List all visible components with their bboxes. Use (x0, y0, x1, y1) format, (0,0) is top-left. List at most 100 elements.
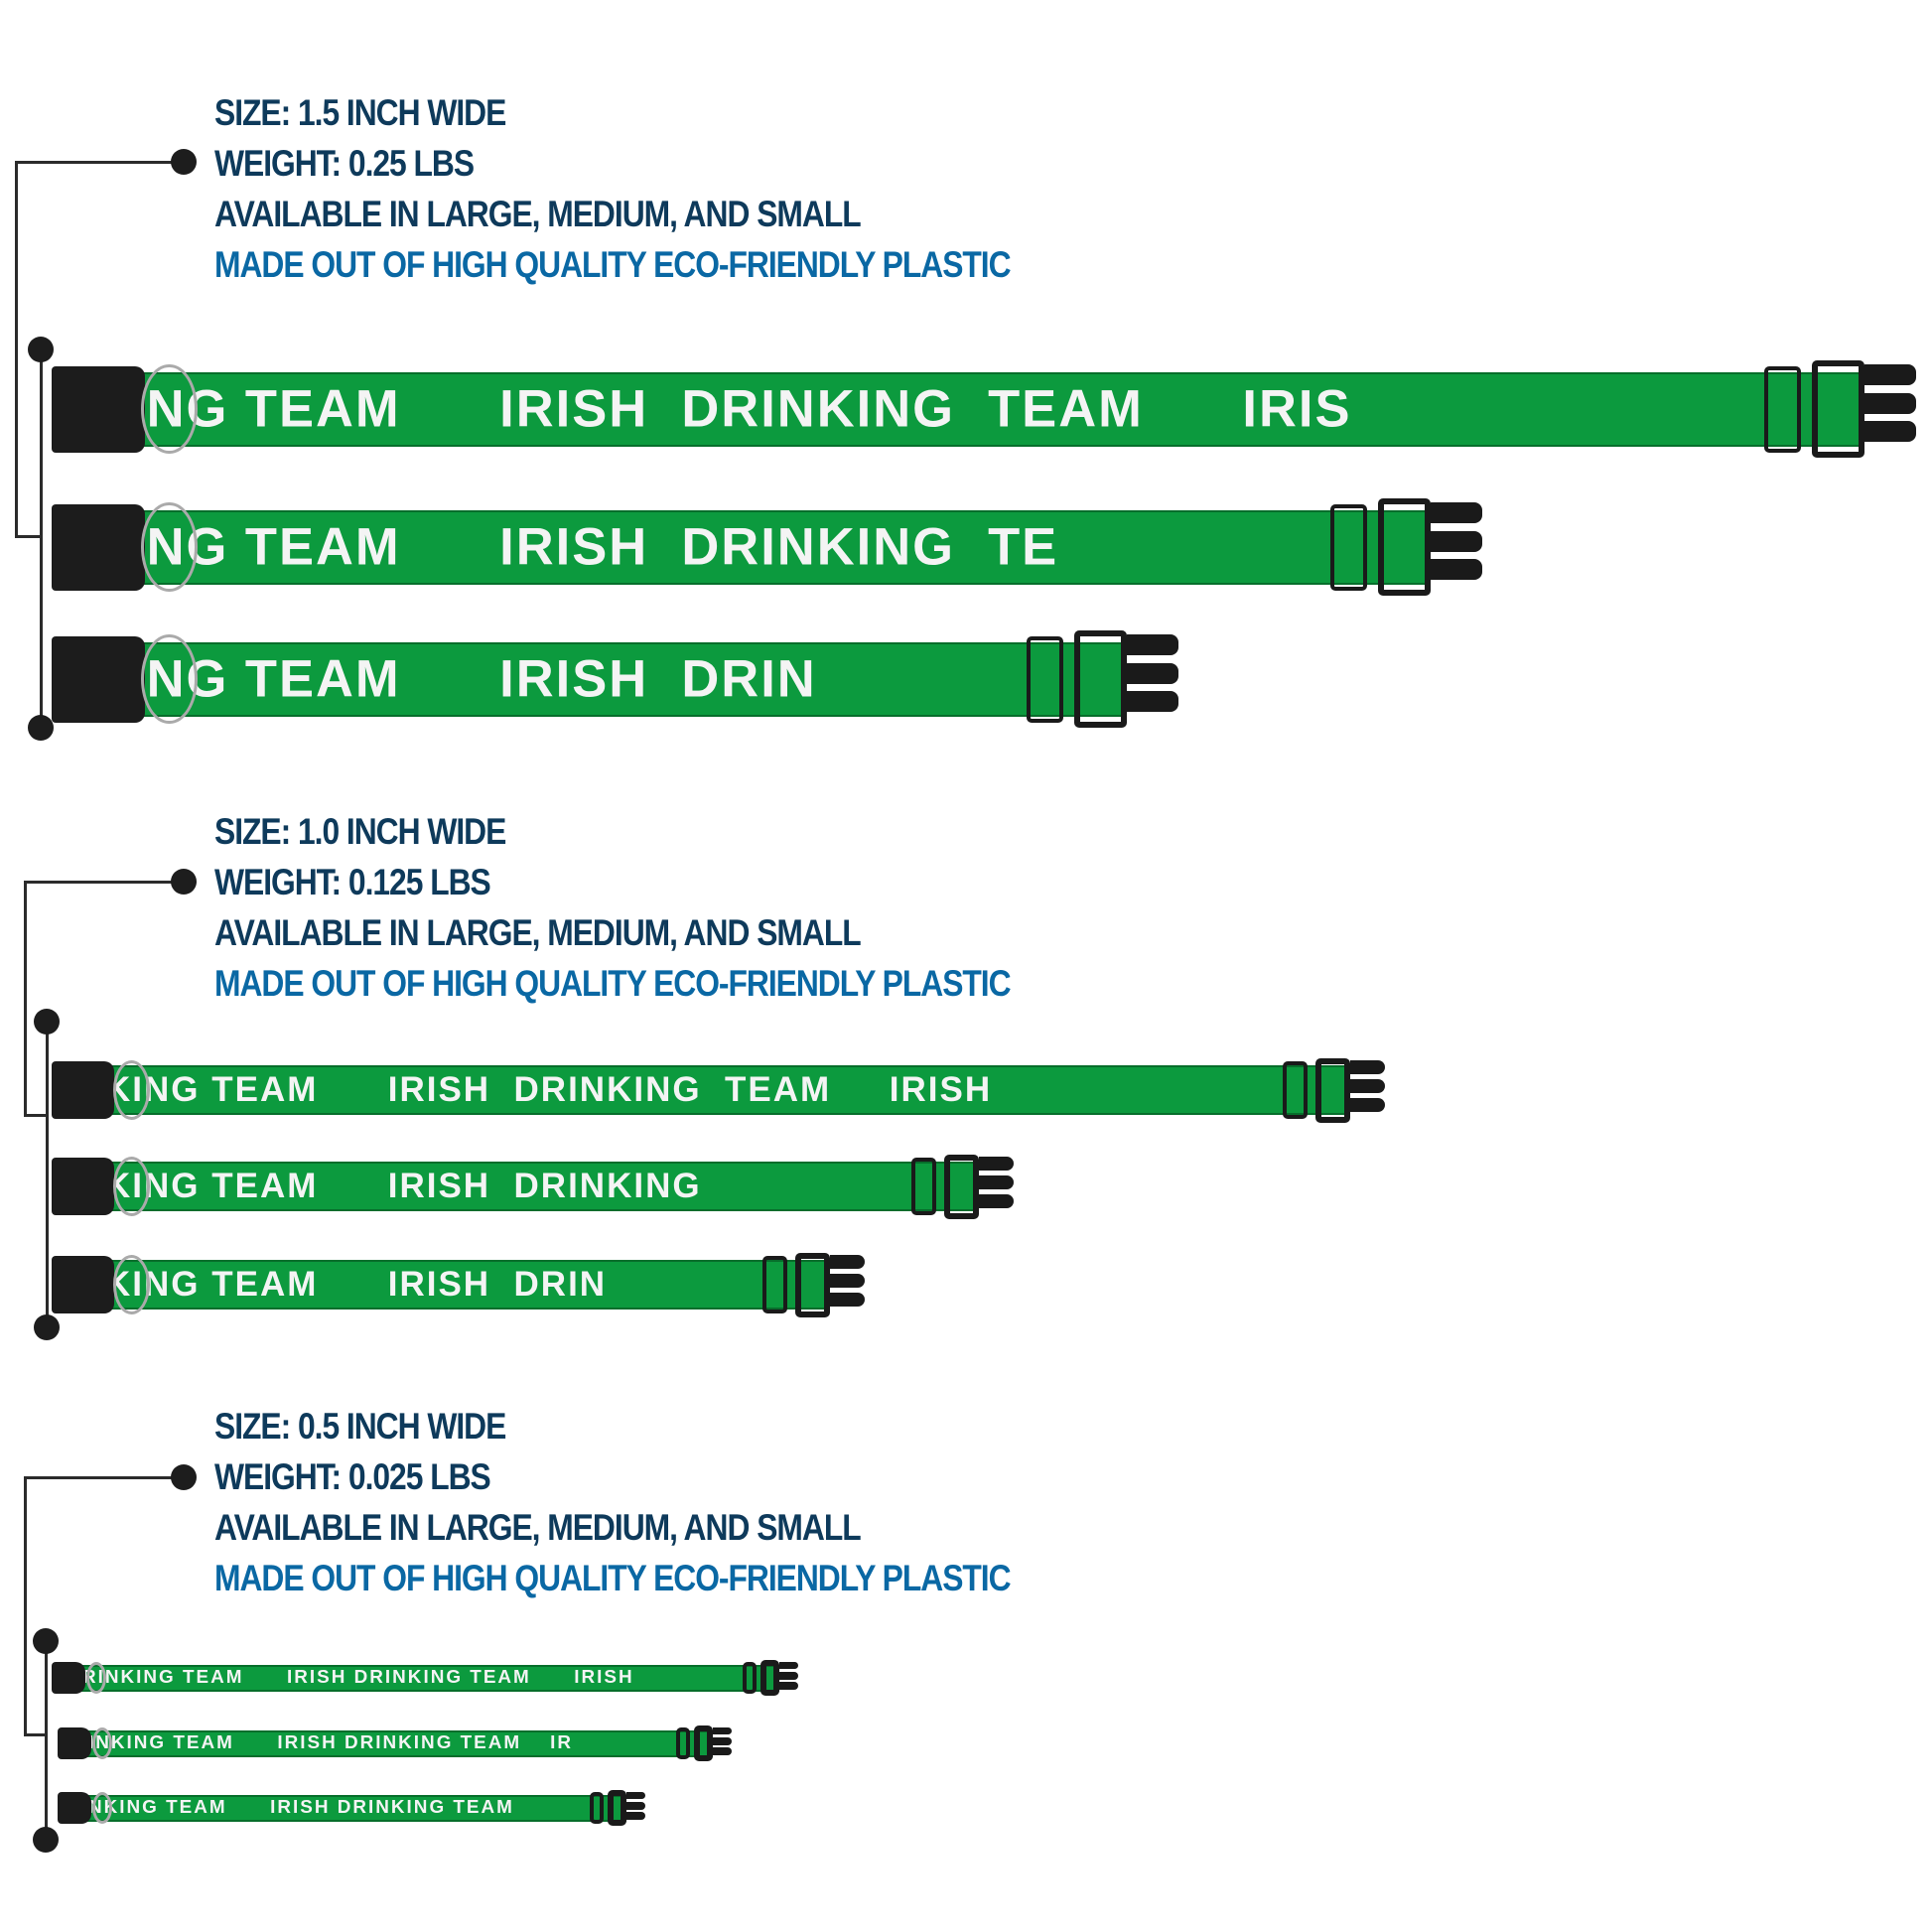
bracket-line (46, 1022, 49, 1327)
spec-text: SIZE: 1.0 INCH WIDE WEIGHT: 0.125 LBS AVAI… (214, 806, 1012, 1009)
slide-loop (1329, 503, 1367, 591)
collar-small: NKING TEAM IRISH DRINKING TEAM (58, 1790, 646, 1826)
collar-print-text: KING TEAM IRISH DRINKING TEAM IRISH (105, 1070, 993, 1109)
d-ring (141, 364, 198, 454)
bracket-dot (34, 1009, 60, 1035)
buckle-prong (712, 1726, 732, 1735)
d-ring (112, 1060, 150, 1120)
buckle-female (52, 365, 145, 453)
collar-large: RINKING TEAM IRISH DRINKING TEAM IRISH (52, 1660, 799, 1696)
d-ring (112, 1157, 150, 1216)
bracket-line (15, 162, 18, 536)
buckle-prong (1863, 364, 1917, 385)
availability-label: AVAILABLE IN LARGE, MEDIUM, AND SMALL (214, 912, 862, 953)
bracket-line (15, 161, 184, 164)
collar-band: KING TEAM IRISH DRINKING (97, 1162, 979, 1211)
buckle-prong (625, 1802, 645, 1810)
collar-band: ING TEAM IRISH DRINKING TE (118, 509, 1431, 585)
bracket-dot (33, 1827, 59, 1853)
bracket-dot (34, 1314, 60, 1340)
d-ring (141, 502, 198, 592)
buckle-female (52, 503, 145, 591)
buckle-prong (978, 1194, 1014, 1208)
slide-loop (762, 1256, 787, 1313)
collar-band: KING TEAM IRISH DRINKING TEAM IRISH (97, 1065, 1350, 1115)
slide-loop (676, 1727, 690, 1759)
collar-print-text: ING TEAM IRISH DRIN (130, 649, 817, 709)
slide-loop (911, 1158, 936, 1215)
collar-large: KING TEAM IRISH DRINKING TEAM IRISH (52, 1057, 1387, 1123)
bracket-line (24, 1476, 184, 1479)
buckle-male (943, 1154, 979, 1219)
buckle-prong (829, 1255, 865, 1269)
buckle-prong (625, 1791, 645, 1800)
bracket-line (45, 1641, 48, 1840)
collar-medium: KING TEAM IRISH DRINKING (52, 1154, 1016, 1219)
buckle-prong (829, 1274, 865, 1288)
collar-band: ING TEAM IRISH DRINKING TEAM IRIS (118, 371, 1864, 447)
collar-band: KING TEAM IRISH DRIN (97, 1260, 830, 1310)
collar-medium: ING TEAM IRISH DRINKING TE (52, 498, 1486, 596)
weight-label: WEIGHT: 0.25 LBS (214, 143, 475, 184)
buckle-prong (978, 1157, 1014, 1171)
buckle-female (58, 1792, 91, 1824)
bracket-line (24, 1114, 47, 1117)
buckle-male (794, 1252, 830, 1317)
bracket-line (24, 1477, 27, 1734)
weight-label: WEIGHT: 0.025 LBS (214, 1456, 491, 1497)
slide-loop (1026, 635, 1063, 723)
buckle-prong (1430, 530, 1483, 552)
buckle-female (52, 1061, 114, 1119)
buckle-prong (778, 1672, 798, 1680)
buckle-prong (1430, 502, 1483, 523)
buckle-prong (778, 1682, 798, 1690)
bracket-dot (171, 149, 197, 175)
buckle-male (1314, 1057, 1350, 1123)
size-label: SIZE: 0.5 INCH WIDE (214, 1406, 506, 1447)
bracket-line (24, 882, 27, 1115)
material-label: MADE OUT OF HIGH QUALITY ECO-FRIENDLY PL… (214, 1558, 1012, 1598)
collar-band: NKING TEAM IRISH DRINKING TEAM (83, 1794, 626, 1822)
buckle-female (52, 635, 145, 723)
bracket-dot (33, 1628, 59, 1654)
buckle-female (52, 1662, 85, 1694)
collar-print-text: NKING TEAM IRISH DRINKING TEAM (87, 1797, 514, 1818)
buckle-prong (829, 1293, 865, 1307)
spec-text: SIZE: 0.5 INCH WIDE WEIGHT: 0.025 LBS AVAI… (214, 1401, 1012, 1603)
buckle-prong (1349, 1098, 1385, 1112)
buckle-male (693, 1725, 713, 1761)
slide-loop (1283, 1061, 1308, 1119)
slide-loop (743, 1662, 757, 1694)
buckle-prong (1863, 421, 1917, 442)
collar-print-text: KING TEAM IRISH DRIN (105, 1265, 608, 1304)
bracket-line (15, 535, 41, 538)
buckle-male (1812, 360, 1864, 458)
buckle-female (52, 1256, 114, 1313)
buckle-female (52, 1158, 114, 1215)
collar-medium: INKING TEAM IRISH DRINKING TEAM IR (58, 1725, 733, 1761)
d-ring (92, 1726, 113, 1760)
collar-small: KING TEAM IRISH DRIN (52, 1252, 867, 1317)
d-ring (92, 1791, 113, 1825)
material-label: MADE OUT OF HIGH QUALITY ECO-FRIENDLY PL… (214, 963, 1012, 1004)
weight-label: WEIGHT: 0.125 LBS (214, 862, 491, 902)
buckle-male (1378, 498, 1431, 596)
buckle-prong (978, 1175, 1014, 1189)
availability-label: AVAILABLE IN LARGE, MEDIUM, AND SMALL (214, 1507, 862, 1548)
bracket-dot (28, 337, 54, 362)
bracket-dot (171, 1464, 197, 1490)
collar-print-text: INKING TEAM IRISH DRINKING TEAM IR (87, 1732, 574, 1753)
buckle-prong (712, 1737, 732, 1745)
size-label: SIZE: 1.0 INCH WIDE (214, 811, 506, 852)
collar-band: RINKING TEAM IRISH DRINKING TEAM IRISH (77, 1664, 779, 1692)
collar-print-text: KING TEAM IRISH DRINKING (105, 1167, 702, 1205)
slide-loop (590, 1792, 604, 1824)
d-ring (86, 1661, 107, 1695)
buckle-prong (1430, 559, 1483, 580)
collar-print-text: ING TEAM IRISH DRINKING TE (130, 517, 1059, 577)
bracket-dot (171, 869, 197, 895)
buckle-prong (778, 1661, 798, 1670)
buckle-male (759, 1660, 779, 1696)
collar-small: ING TEAM IRISH DRIN (52, 630, 1182, 728)
